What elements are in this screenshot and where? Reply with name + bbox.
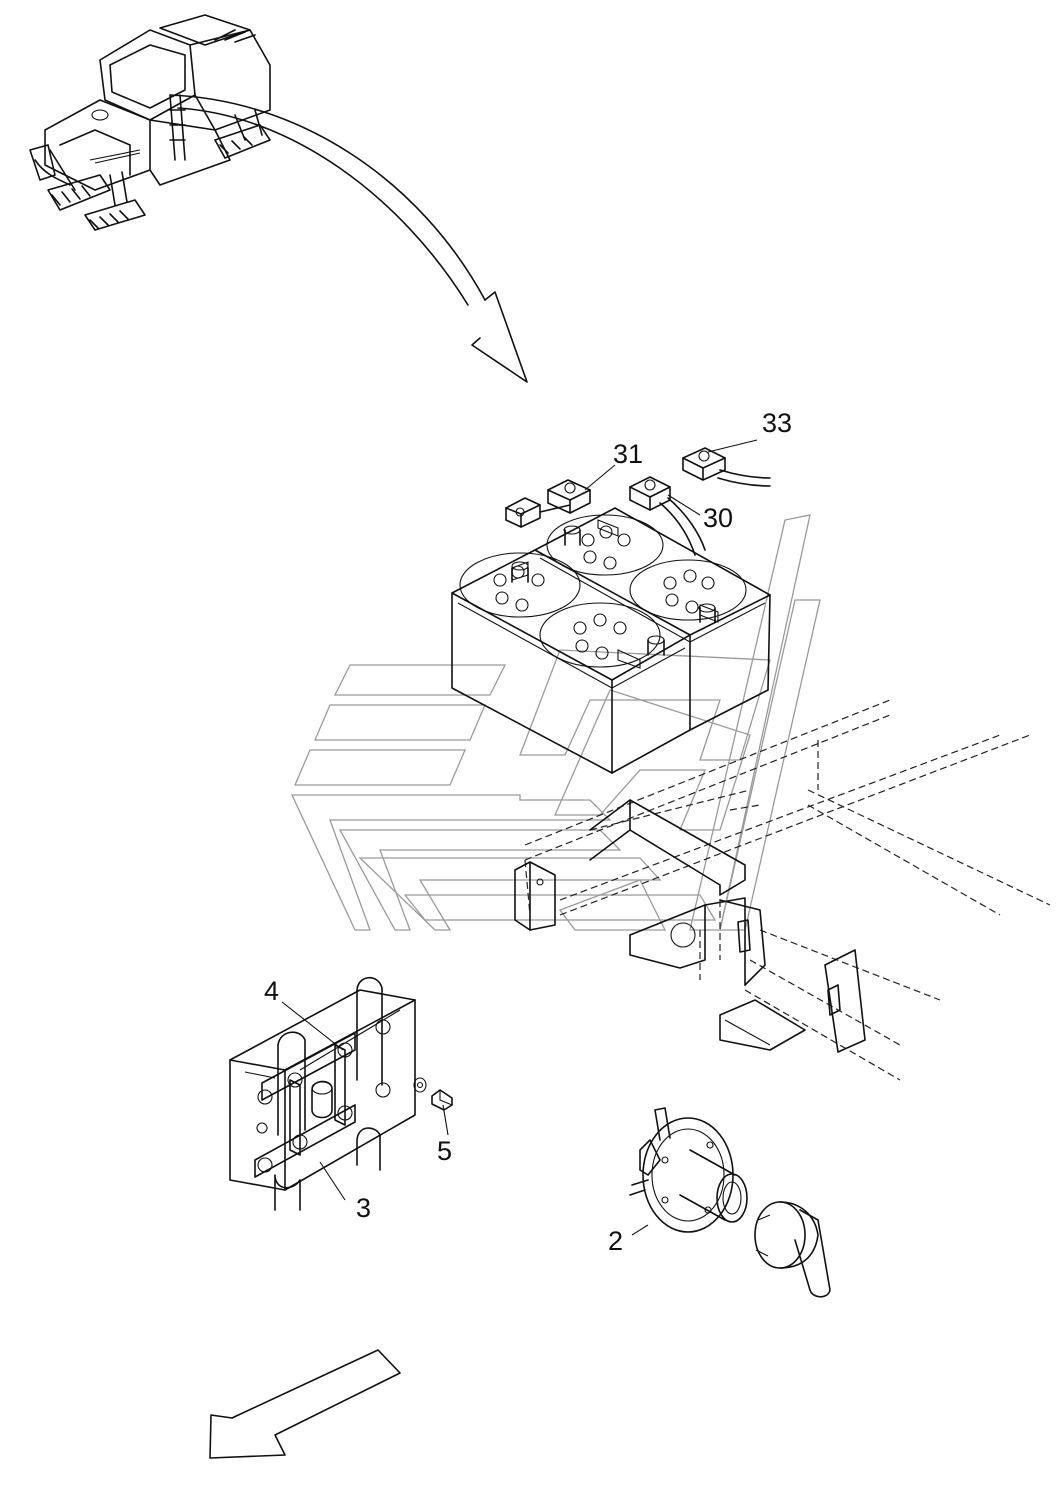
callout-33: 33: [762, 408, 792, 438]
callout-3: 3: [356, 1193, 371, 1223]
callout-5: 5: [437, 1136, 452, 1166]
terminal-clamp: [629, 476, 706, 556]
battery-tray: [514, 799, 866, 1053]
chassis-frame: [524, 699, 1051, 1081]
milling-machine-thumbnail: [29, 14, 271, 231]
direction-arrow-icon: [209, 1349, 401, 1459]
mounting-plate: [229, 976, 416, 1211]
battery-pair: [451, 507, 771, 774]
screw-and-washer: [413, 1077, 453, 1111]
callout-4: 4: [264, 976, 279, 1006]
terminal-clamp-with-cable: [682, 447, 771, 487]
leader-lines: [281, 439, 758, 1236]
callout-30: 30: [703, 503, 733, 533]
callout-2: 2: [608, 1226, 623, 1256]
callout-31: 31: [613, 439, 643, 469]
watermark-logo: [290, 514, 821, 931]
terminal-clamp-pair: [505, 479, 591, 528]
curved-arrow-icon: [169, 94, 528, 383]
clamp-bracket: [289, 1044, 346, 1156]
battery-isolator-switch: [629, 1107, 831, 1298]
